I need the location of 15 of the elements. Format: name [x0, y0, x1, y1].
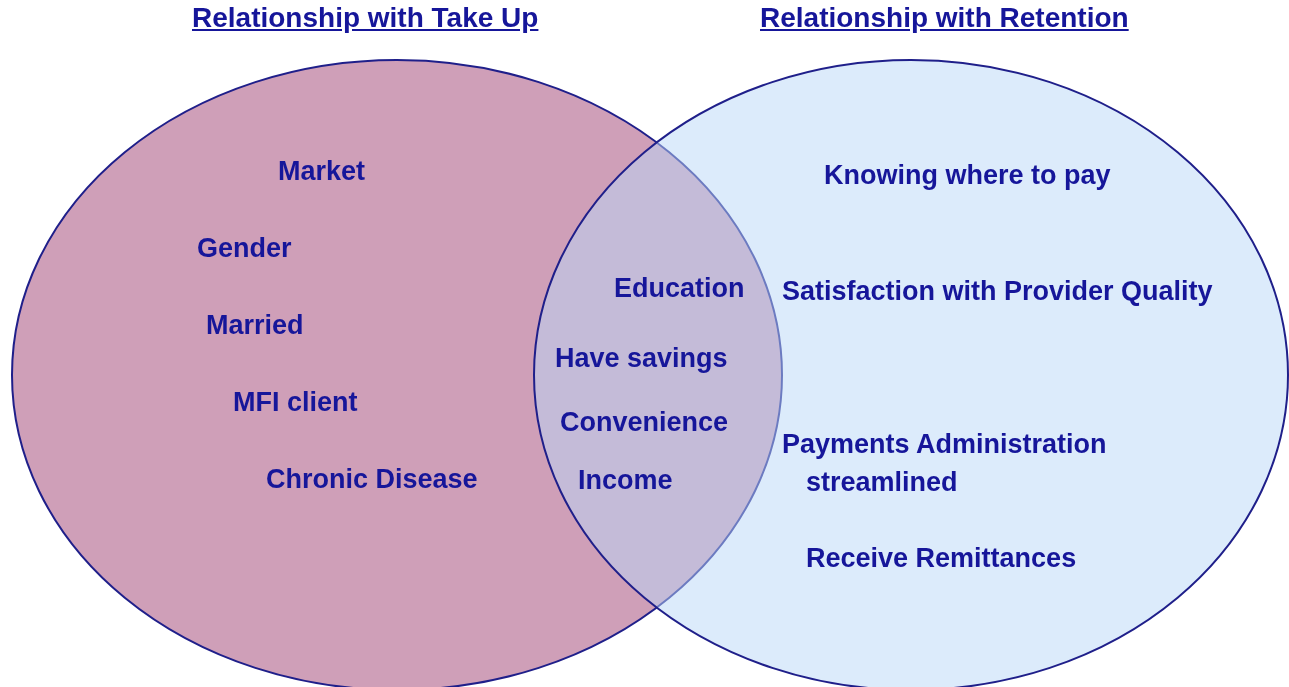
factor-text: Gender	[197, 232, 292, 265]
factor-text: Income	[578, 464, 673, 497]
factor-text: Chronic Disease	[266, 463, 478, 496]
factor-text: Education	[614, 272, 745, 305]
heading-text: Relationship with Take Up	[192, 2, 539, 34]
factor-text: Married	[206, 309, 304, 342]
factor-text: Payments Administration streamlined	[782, 428, 1108, 499]
factor-text: Convenience	[560, 406, 729, 439]
factor-text: Satisfaction with Provider Quality	[782, 275, 1214, 308]
factor-text: MFI client	[233, 386, 358, 419]
heading-text: Relationship with Retention	[760, 2, 1129, 34]
factor-text: Have savings	[555, 342, 728, 375]
factor-text: Receive Remittances	[806, 542, 1077, 575]
factor-text: Knowing where to pay	[824, 159, 1111, 192]
factor-text: Market	[278, 155, 366, 188]
